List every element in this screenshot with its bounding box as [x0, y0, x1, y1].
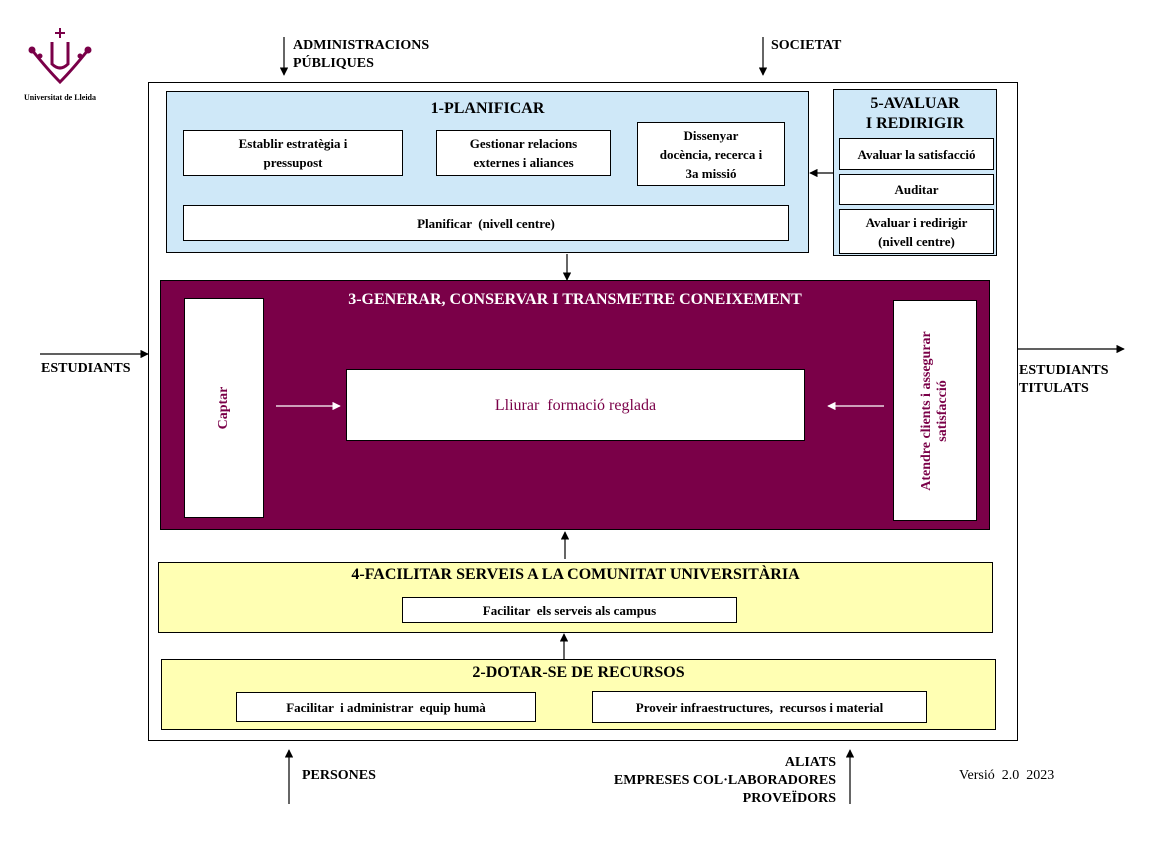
logo: Universitat de Lleida — [18, 26, 102, 102]
box-avaluar-redirigir: Avaluar i redirigir(nivell centre) — [839, 209, 994, 254]
process-map-frame — [148, 82, 1018, 741]
university-logo-icon — [28, 28, 92, 85]
label-estudiants: ESTUDIANTS — [41, 361, 131, 376]
box-planificar-centre: Planificar (nivell centre) — [183, 205, 789, 241]
facilitar-title: 4-FACILITAR SERVEIS A LA COMUNITAT UNIVE… — [351, 566, 800, 583]
generar-title: 3-GENERAR, CONSERVAR I TRANSMETRE CONEIX… — [348, 291, 802, 308]
box-infraestructures: Proveir infraestructures, recursos i mat… — [592, 691, 927, 723]
box-equip-huma: Facilitar i administrar equip humà — [236, 692, 536, 722]
planificar-title: 1-PLANIFICAR — [430, 100, 545, 117]
box-facilitar-serveis: Facilitar els serveis als campus — [402, 597, 737, 623]
box-auditar: Auditar — [839, 174, 994, 205]
logo-text: Universitat de Lleida — [24, 93, 96, 102]
box-avaluar-satisfaccio: Avaluar la satisfacció — [839, 138, 994, 170]
box-lliurar-formacio: Lliurar formació reglada — [346, 369, 805, 441]
dotar-title: 2-DOTAR-SE DE RECURSOS — [472, 664, 685, 681]
box-captar: Captar — [184, 298, 264, 518]
version-label: Versió 2.0 2023 — [959, 768, 1055, 783]
label-societat: SOCIETAT — [771, 38, 842, 53]
label-persones: PERSONES — [302, 768, 376, 783]
